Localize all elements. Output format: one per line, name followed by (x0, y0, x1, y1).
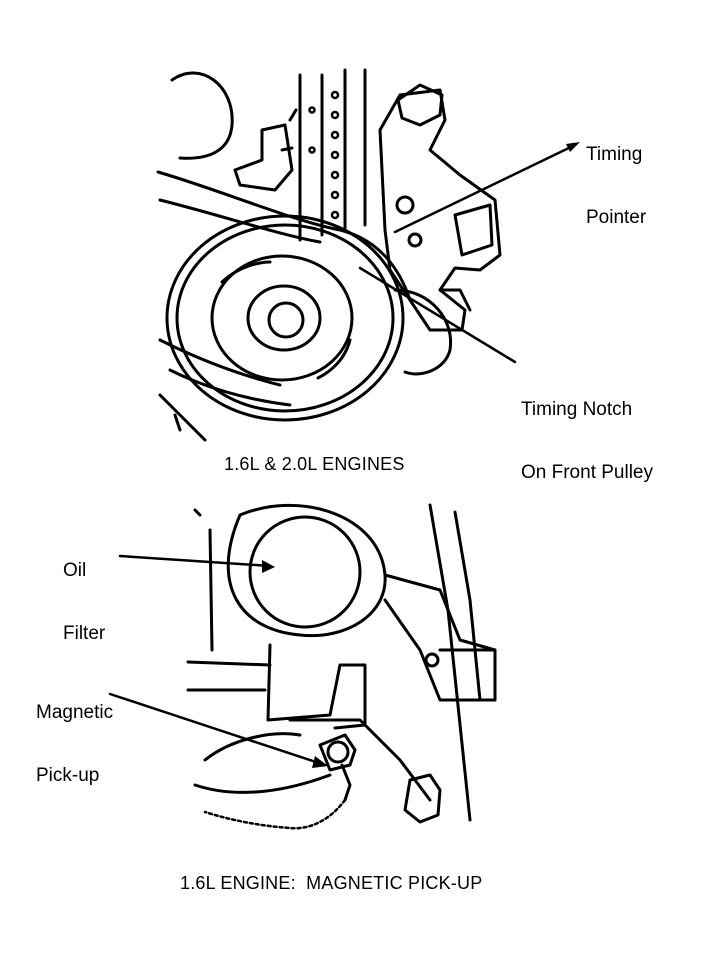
magnetic-pickup-label-line1: Magnetic (36, 702, 114, 723)
timing-pointer-arrowhead (566, 142, 580, 152)
front-pulley (165, 214, 405, 422)
oil-filter (193, 503, 387, 652)
oil-filter-label: Oil Filter (63, 518, 105, 665)
top-figure-caption: 1.6L & 2.0L ENGINES (224, 454, 405, 474)
pickup-arrowhead (312, 756, 328, 768)
oil-filter-leader (118, 554, 272, 568)
timing-pointer-label: Timing Pointer (586, 102, 646, 249)
bottom-figure-caption: 1.6L ENGINE: MAGNETIC PICK-UP (180, 873, 483, 893)
oil-filter-label-line1: Oil (63, 560, 87, 581)
sensor-wire (203, 798, 347, 830)
magnetic-pickup-sensor (203, 733, 357, 830)
rear-pulley (393, 288, 453, 376)
lower-pan (193, 732, 332, 794)
timing-notch-label: Timing Notch On Front Pulley (521, 357, 653, 504)
magnetic-pickup-label: Magnetic Pick-up (36, 660, 113, 807)
timing-notch-label-line1: Timing Notch (521, 399, 633, 420)
engine-block-right (383, 573, 497, 702)
oil-filter-label-line2: Filter (63, 623, 106, 644)
top-engine-illustration (156, 68, 577, 442)
drive-belt (156, 170, 412, 302)
engine-block-outline (170, 71, 234, 160)
timing-notch-leader (358, 266, 517, 364)
timing-notch-label-line2: On Front Pulley (521, 462, 653, 483)
timing-chain (308, 90, 340, 220)
magnetic-pickup-label-line2: Pick-up (36, 765, 100, 786)
timing-pointer-label-line1: Timing (586, 144, 643, 165)
timing-pointer-leader (393, 143, 577, 234)
magnetic-pickup-leader (108, 692, 327, 767)
sensor-cap (396, 83, 444, 127)
left-bracket (233, 123, 294, 192)
timing-pointer-label-line2: Pointer (586, 207, 647, 228)
oil-filter-arrowhead (262, 560, 275, 573)
chain-cover (298, 68, 367, 242)
bottom-engine-illustration (108, 503, 497, 830)
